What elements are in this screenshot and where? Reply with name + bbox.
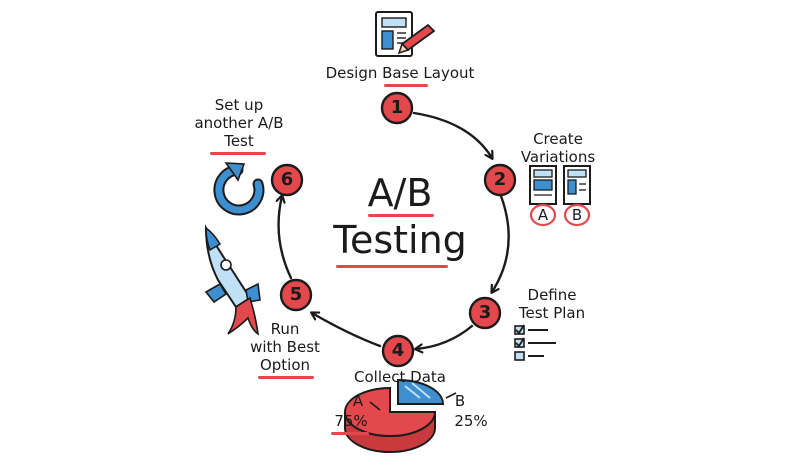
pie-percent-a: 75%: [334, 412, 368, 430]
step-label-3-line1: Define: [527, 286, 577, 304]
variations-icon: [529, 165, 591, 227]
step-label-6-line3: Test: [224, 132, 254, 150]
step-circle-4: [381, 334, 415, 368]
step-circle-2: [483, 163, 517, 197]
rocket-icon: [204, 224, 261, 336]
diagram-title-line1: A/B: [367, 171, 433, 215]
step-label-2-line2: Variations: [520, 148, 596, 166]
layout-pencil-icon: [375, 11, 436, 57]
step-label-1: Design Base Layout: [325, 64, 475, 82]
step-number-6: 6: [280, 169, 294, 190]
step-5-underline: [258, 376, 314, 379]
variation-b-ring: [563, 203, 591, 227]
title-underline-2: [336, 265, 448, 268]
step-number-1: 1: [390, 97, 404, 118]
step-number-5: 5: [289, 284, 303, 305]
step-number-3: 3: [478, 302, 492, 323]
title-underline-1: [368, 214, 434, 217]
step-circle-1: [380, 91, 414, 125]
pie-slice-b: [397, 378, 445, 405]
arrow-1-to-2: [412, 111, 492, 158]
diagram-title-line2: Testing: [333, 218, 467, 262]
arrow-5-to-6: [279, 196, 293, 280]
step-label-5-line3: Option: [259, 356, 311, 374]
step-6-underline: [210, 152, 266, 155]
step-label-4: Collect Data: [354, 368, 446, 386]
pie-percent-b: 25%: [454, 412, 488, 430]
pie-slice-a: [344, 386, 437, 437]
step-label-6-line2: another A/B: [194, 114, 284, 132]
refresh-icon: [213, 162, 265, 216]
arrow-4-to-5: [312, 313, 382, 348]
step-number-4: 4: [391, 340, 405, 361]
step-label-5-line1: Run: [270, 320, 300, 338]
variation-a-ring: [529, 203, 557, 227]
step-number-2: 2: [493, 169, 507, 190]
arrow-2-to-3: [492, 194, 510, 292]
checklist-icon: [514, 324, 556, 361]
step-circle-3: [468, 296, 502, 330]
pie-a-underline: [331, 432, 369, 435]
arrow-3-to-4: [416, 324, 474, 349]
pie-label-b: B: [454, 392, 466, 410]
pie-label-a: A: [352, 392, 364, 410]
step-label-6-line1: Set up: [214, 96, 264, 114]
step-label-3-line2: Test Plan: [518, 304, 586, 322]
step-1-underline: [384, 84, 428, 87]
variation-b-tag: B: [571, 206, 583, 224]
step-label-5-line2: with Best: [250, 338, 320, 356]
pie-chart: [344, 378, 457, 453]
step-circle-5: [279, 278, 313, 312]
step-circle-6: [270, 163, 304, 197]
step-label-2-line1: Create: [533, 130, 583, 148]
variation-a-tag: A: [537, 206, 549, 224]
